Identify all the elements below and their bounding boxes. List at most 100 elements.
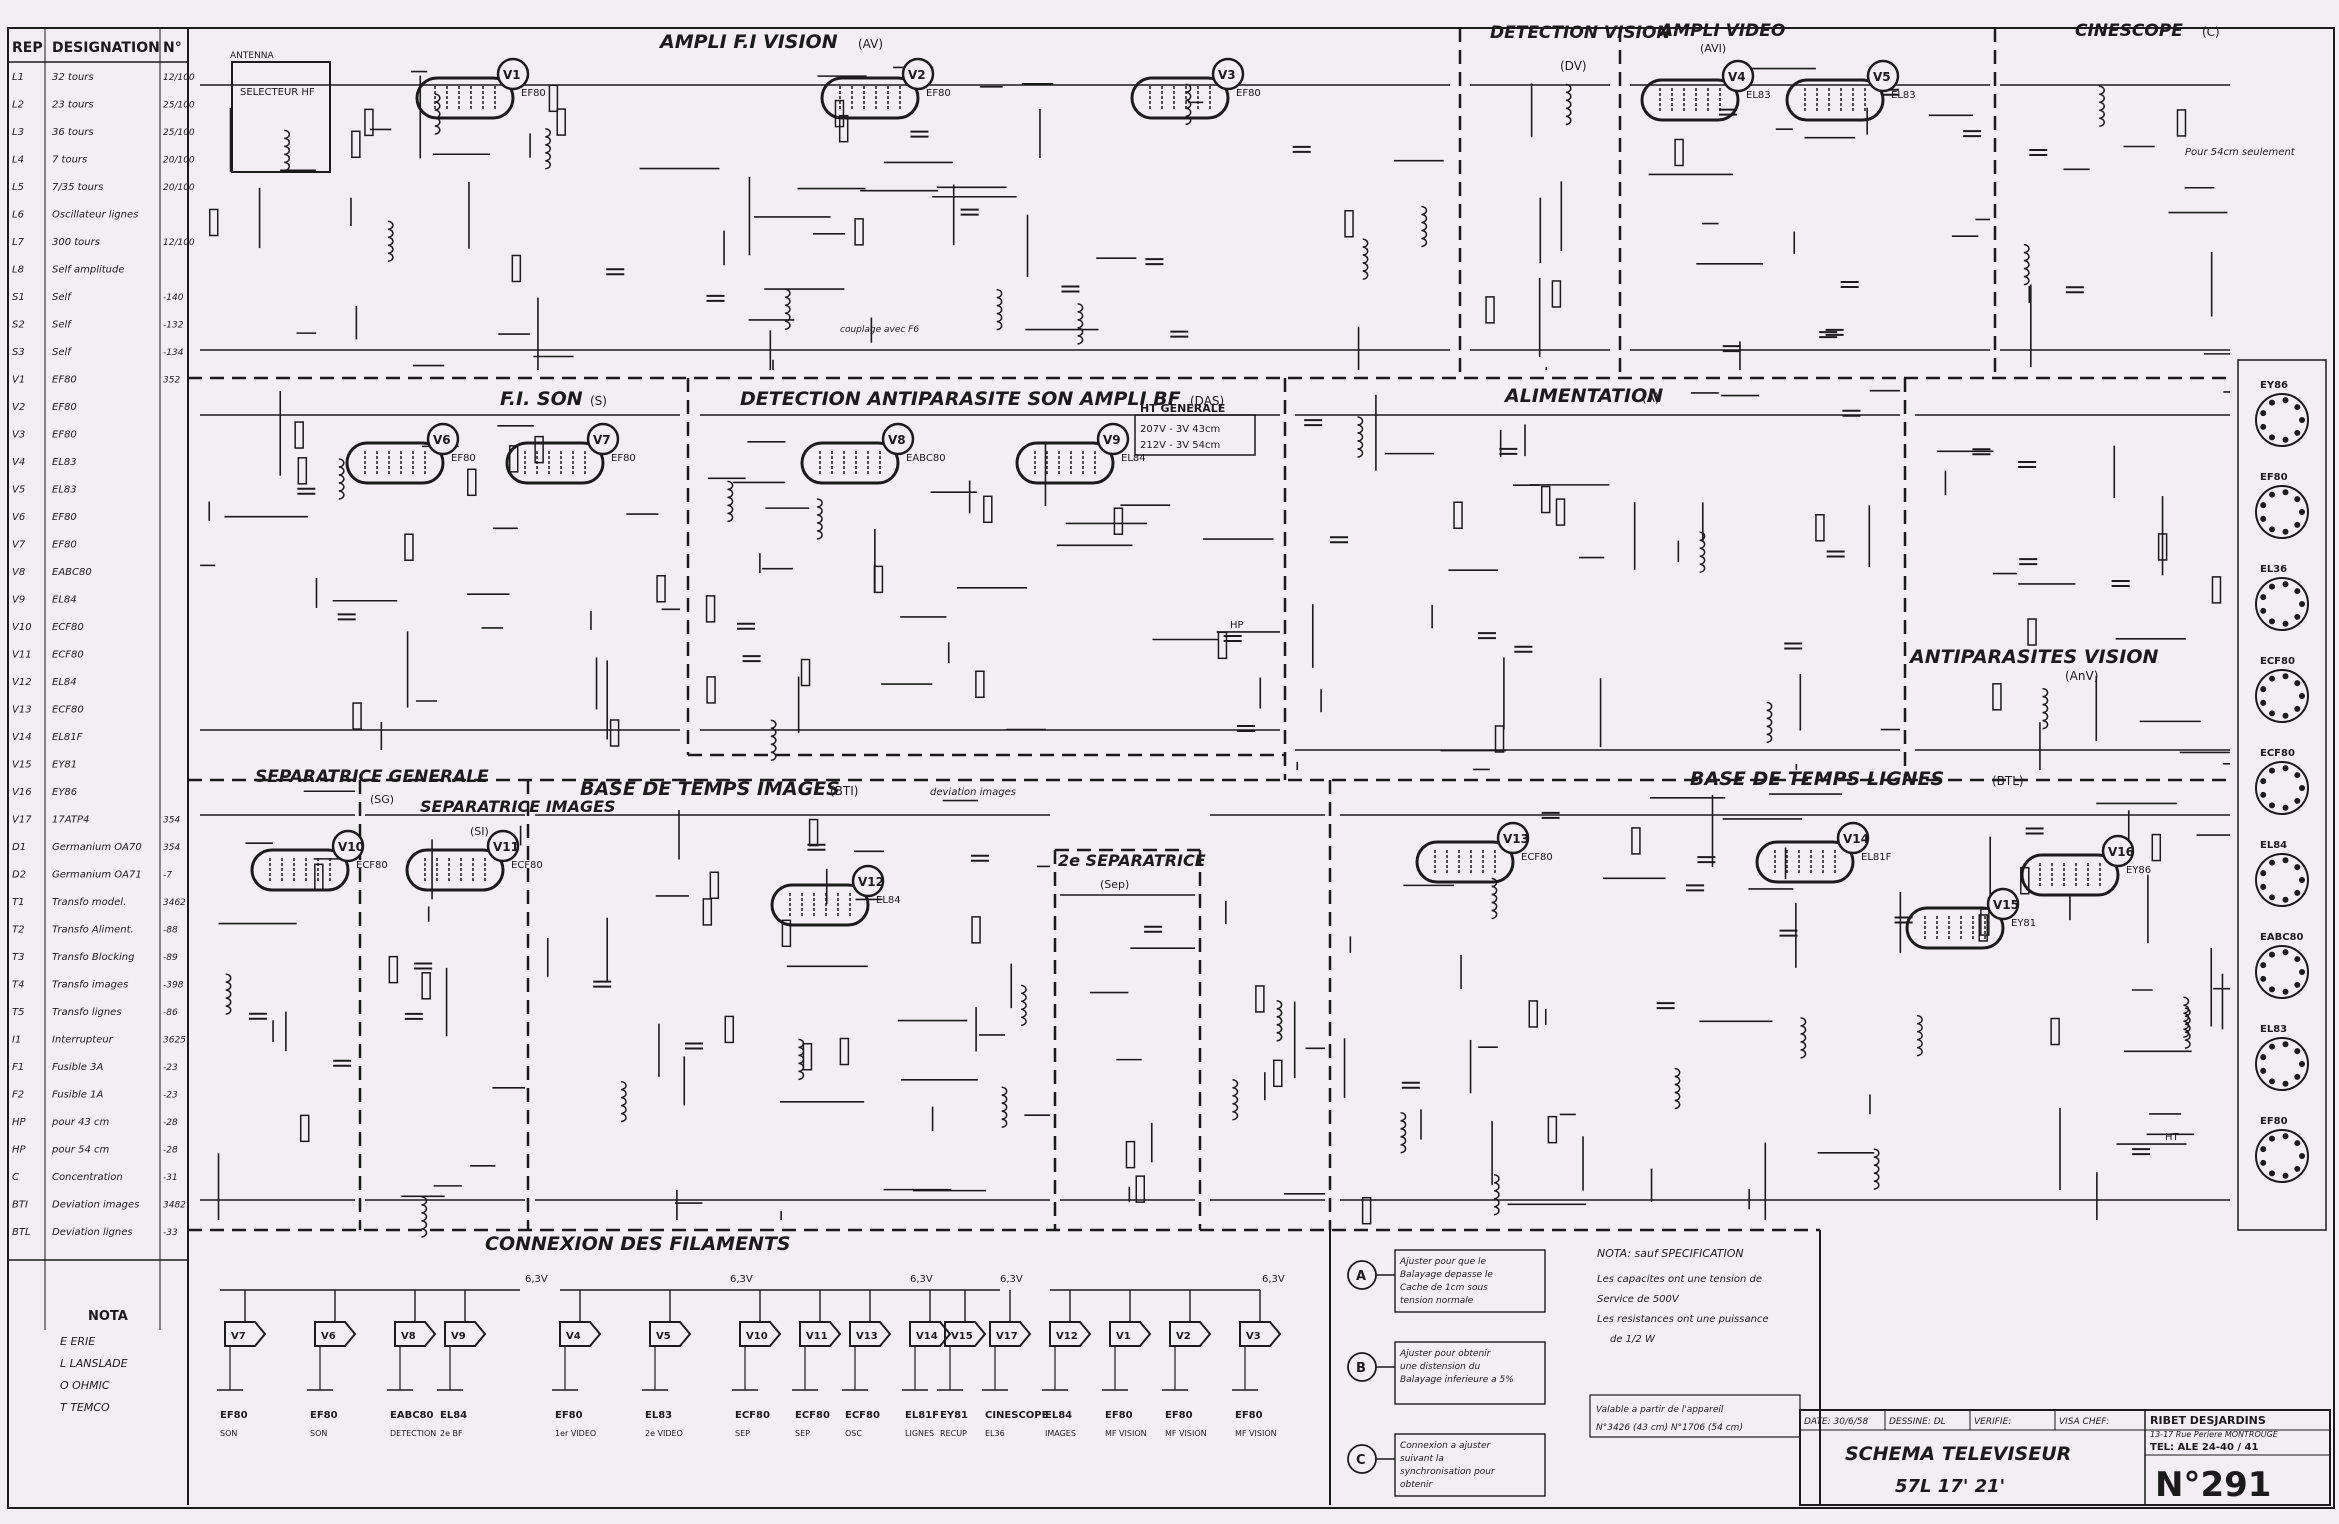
legend-rep: L8 [12,265,24,276]
tube-socket-icon: EF80 [2255,472,2309,539]
legend-number: 12/100 [163,73,195,83]
filament-tube-id: V2 [1176,1331,1191,1342]
filament-tube-id: V13 [856,1331,878,1342]
legend-number: -7 [163,871,172,881]
resistor-symbol [1494,725,1505,753]
resistor-symbol [1992,683,2002,711]
title-address: 13-17 Rue Periere MONTROUGE [2150,1430,2279,1439]
capacitor-symbol [1656,1002,1675,1010]
voltage-label: 6,3V [1262,1274,1285,1285]
legend-rep: T3 [12,952,24,963]
legend-rep: V6 [12,512,25,523]
tube-id: V6 [433,433,451,447]
legend-rep: L3 [12,127,24,138]
resistor-symbol [709,871,720,900]
legend-designation: EF80 [52,402,77,413]
legend-rep: V5 [12,485,25,496]
coil-symbol [1185,83,1192,126]
legend-number: -89 [163,953,178,963]
resistor-symbol [706,676,716,704]
legend-designation: Transfo Aliment. [52,925,134,936]
legend-designation: ECF80 [52,650,84,661]
title-company: RIBET DESJARDINS [2150,1414,2266,1427]
tube-type: EL83 [1891,90,1916,101]
filament-tube-func: RECUP [940,1429,967,1438]
legend-rep: F2 [12,1090,24,1101]
legend-number: -140 [163,293,184,303]
legend-rep: BTL [12,1227,31,1238]
resistor-symbol [1125,1140,1136,1169]
coil-symbol [1873,1148,1880,1190]
capacitor-symbol [960,208,979,216]
section-code-antiparasites: (AnV) [2065,669,2098,683]
legend-designation: Germanium OA71 [52,870,142,881]
legend-rep: S1 [12,292,25,303]
filament-tube-func: MF VISION [1165,1429,1207,1438]
filament-tube-func: 1er VIDEO [555,1429,596,1438]
legend-designation: ECF80 [52,705,84,716]
legend-designation: Transfo lignes [52,1007,122,1018]
section-code-btl: (BTL) [1992,774,2024,788]
capacitor-symbol [1514,645,1533,653]
legend-designation: Fusible 1A [52,1090,103,1101]
legend-rep: V7 [12,540,26,551]
capacitor-symbol [1236,725,1255,733]
legend-designation: Self [52,292,72,303]
filament-tube-func: SEP [735,1429,750,1438]
adjust-text: suivant la [1400,1454,1444,1464]
legend-designation: Self [52,347,72,358]
legend-rep: V16 [12,787,32,798]
tube-type: EL84 [876,895,901,906]
coil-symbol [421,1196,428,1238]
legend-rep: V14 [12,732,32,743]
filament-tube-func: 2e VIDEO [645,1429,683,1438]
capacitor-symbol [1819,331,1838,339]
filament-tube-type: ECF80 [735,1410,770,1421]
coil-symbol [1276,1000,1283,1042]
coil-symbol [338,458,345,500]
resistor-symbol [705,595,716,623]
filament-tube-type: CINESCOPE [985,1410,1049,1421]
legend-rep: HP [12,1145,27,1156]
resistor-symbol [702,898,713,926]
title-block [1799,1409,2331,1506]
legend-rep: I1 [12,1035,21,1046]
resistor-symbol [1485,296,1495,324]
legend-number: -23 [163,1063,178,1073]
legend-rep: S2 [12,320,25,331]
coil-symbol [1400,1111,1407,1154]
resistor-symbol [404,533,414,561]
resistor-symbol [839,1037,850,1066]
capacitor-symbol [1963,130,1982,138]
tube-type: EL81F [1861,852,1892,863]
legend-number: 3482 [163,1201,186,1211]
capacitor-symbol [1401,1081,1420,1089]
legend-rep: V15 [12,760,32,771]
title-tel: TEL: ALE 24-40 / 41 [2150,1442,2258,1453]
legend-designation: 36 tours [52,127,94,138]
legend-designation: EL83 [52,457,77,468]
legend-designation: Concentration [52,1172,123,1183]
capacitor-symbol [414,962,433,970]
socket-type: EL36 [2260,564,2287,575]
capacitor-symbol [2018,461,2037,469]
resistor-symbol [511,254,522,283]
tube-socket-icon: ECF80 [2255,748,2309,815]
section-title-sep-img: SEPARATRICE IMAGES [420,797,616,816]
resistor-symbol [656,575,666,603]
legend-designation: 300 tours [52,237,100,248]
coil-symbol [1699,531,1706,573]
filament-tube-id: V15 [951,1331,973,1342]
coil-symbol [996,288,1003,331]
legend-designation: EF80 [52,375,77,386]
resistor-symbol [2027,618,2037,646]
coil-symbol [2023,243,2030,286]
